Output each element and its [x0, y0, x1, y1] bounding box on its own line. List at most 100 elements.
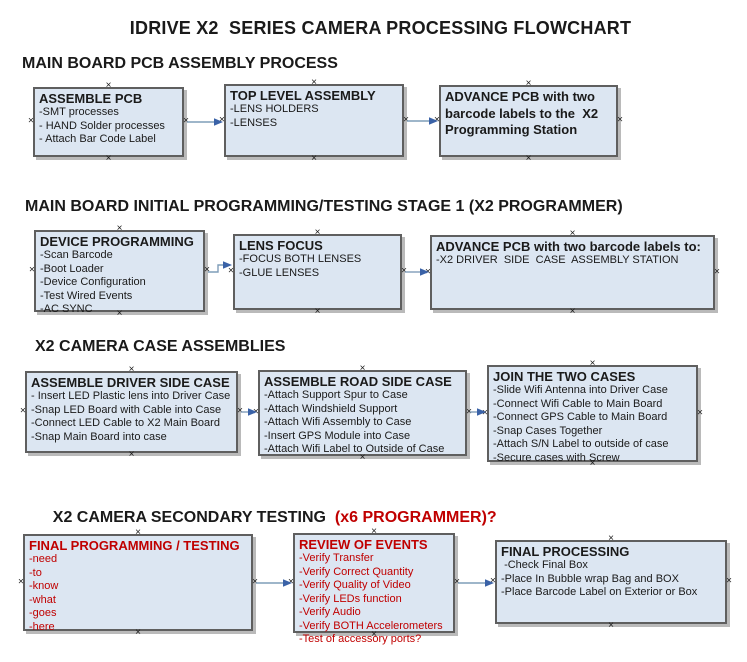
box-item: -LENS HOLDERS	[230, 103, 319, 115]
box-title: TOP LEVEL ASSEMBLY	[230, 88, 376, 103]
connection-point-icon: ×	[454, 576, 460, 588]
box-item: -Verify Transfer	[299, 552, 374, 564]
box-item: -Boot Loader	[40, 262, 104, 275]
connection-point-icon: ×	[314, 227, 321, 238]
box-title: ADVANCE PCB with two barcode labels to t…	[445, 89, 602, 137]
connection-point-icon: ×	[714, 266, 720, 278]
arrow-head	[283, 579, 292, 587]
box-advance-pcb-driver-side-station: ADVANCE PCB with two barcode labels to: …	[425, 229, 720, 317]
box-title: ADVANCE PCB with two barcode labels to:	[436, 239, 701, 254]
box-title: ASSEMBLE ROAD SIDE CASE	[264, 374, 452, 389]
connection-point-icon: ×	[128, 364, 135, 375]
box-title: ASSEMBLE PCB	[39, 91, 143, 106]
box-item: - Attach Bar Code Label	[39, 133, 156, 145]
connection-point-icon: ×	[359, 363, 366, 374]
connection-point-icon: ×	[608, 620, 614, 631]
box-title: FINAL PROGRAMMING / TESTING	[29, 538, 240, 553]
connection-point-icon: ×	[219, 114, 225, 126]
connection-point-icon: ×	[401, 265, 407, 277]
connection-point-icon: ×	[311, 77, 317, 88]
box-item: -Verify Audio	[299, 606, 361, 618]
section-heading-secondary-testing-black: X2 CAMERA SECONDARY TESTING	[52, 509, 331, 526]
connection-point-icon: ×	[311, 153, 317, 164]
connection-point-icon: ×	[466, 406, 472, 418]
box-items: -Check Final Box-Place In Bubble wrap Ba…	[501, 559, 722, 600]
box-title: REVIEW OF EVENTS	[299, 537, 428, 552]
box-title: DEVICE PROGRAMMING	[40, 234, 194, 249]
box-device-programming: DEVICE PROGRAMMING -Scan Barcode-Boot Lo…	[29, 224, 210, 319]
box-items: -X2 DRIVER SIDE CASE ASSEMBLY STATION	[436, 254, 710, 268]
connection-point-icon: ×	[20, 405, 26, 417]
box-items: -FOCUS BOTH LENSES-GLUE LENSES	[239, 253, 397, 280]
box-item: -Connect LED Cable to X2 Main Board	[31, 417, 220, 429]
box-item: -Attach Wifi Assembly to Case	[264, 416, 412, 428]
connection-point-icon: ×	[525, 78, 532, 89]
box-item: - HAND Solder processes	[39, 119, 165, 132]
connection-point-icon: ×	[105, 80, 112, 91]
connection-point-icon: ×	[608, 533, 614, 544]
box-lens-focus: LENS FOCUS -FOCUS BOTH LENSES-GLUE LENSE…	[228, 228, 407, 317]
box-item: -Test Wired Events	[40, 289, 133, 302]
box-item: -GLUE LENSES	[239, 266, 320, 279]
box-item: -Snap LED Board with Cable into Case	[31, 403, 222, 416]
arrow-head	[420, 268, 429, 276]
connection-point-icon: ×	[18, 576, 24, 588]
arrow-head	[477, 408, 486, 416]
connection-point-icon: ×	[697, 407, 703, 419]
box-assemble-road-side-case: ASSEMBLE ROAD SIDE CASE -Attach Support …	[253, 364, 472, 463]
section-heading-initial-programming: MAIN BOARD INITIAL PROGRAMMING/TESTING S…	[25, 198, 623, 215]
box-item: -X2 DRIVER SIDE CASE ASSEMBLY STATION	[436, 254, 679, 266]
connection-point-icon: ×	[253, 406, 259, 418]
connection-point-icon: ×	[237, 405, 243, 417]
box-item: -AC SYNC	[40, 303, 93, 315]
box-item: -need	[29, 553, 58, 565]
box-assemble-driver-side-case: ASSEMBLE DRIVER SIDE CASE - Insert LED P…	[20, 365, 243, 460]
connection-point-icon: ×	[617, 114, 623, 126]
box-title: ASSEMBLE DRIVER SIDE CASE	[31, 375, 230, 390]
connection-point-icon: ×	[204, 264, 210, 276]
connection-point-icon: ×	[569, 306, 576, 317]
box-items: -SMT processes- HAND Solder processes- A…	[39, 106, 179, 147]
box-item: -what	[29, 593, 56, 606]
connection-point-icon: ×	[314, 306, 321, 317]
box-item: -to	[29, 566, 42, 579]
arrow-head	[223, 261, 232, 269]
arrow-head	[214, 118, 223, 126]
connection-point-icon: ×	[252, 576, 258, 588]
box-items: -need-to-know-what-goes-here	[29, 553, 248, 634]
connection-point-icon: ×	[28, 115, 34, 127]
box-item: -Attach Support Spur to Case	[264, 389, 408, 401]
box-item: -Secure cases with Screw	[493, 451, 620, 464]
page-title: IDRIVE X2 SERIES CAMERA PROCESSING FLOWC…	[129, 18, 632, 38]
connection-point-icon: ×	[434, 114, 440, 126]
box-item: -Verify Correct Quantity	[299, 565, 414, 578]
connection-point-icon: ×	[569, 228, 576, 239]
box-item: -Slide Wifi Antenna into Driver Case	[493, 384, 668, 396]
box-items: -Slide Wifi Antenna into Driver Case -Con…	[493, 384, 693, 465]
box-item: -Snap Main Board into case	[31, 430, 167, 443]
connection-point-icon: ×	[482, 407, 488, 419]
connection-point-icon: ×	[425, 266, 431, 278]
box-item: -Device Configuration	[40, 276, 146, 288]
box-item: -Scan Barcode	[40, 249, 113, 261]
connection-point-icon: ×	[288, 576, 294, 588]
box-item: -Test of accessory ports?	[299, 633, 422, 645]
connection-point-icon: ×	[116, 223, 123, 234]
box-item: -Connect GPS Cable to Main Board	[493, 411, 668, 423]
connection-point-icon: ×	[726, 575, 732, 587]
box-title: JOIN THE TWO CASES	[493, 369, 636, 384]
connection-point-icon: ×	[228, 265, 234, 277]
connection-point-icon: ×	[29, 264, 35, 276]
section-heading-case-assemblies: X2 CAMERA CASE ASSEMBLIES	[35, 338, 286, 355]
arrow-line	[208, 264, 224, 273]
connection-point-icon: ×	[525, 153, 532, 164]
connection-point-icon: ×	[128, 449, 135, 460]
box-item: -Verify Quality of Video	[299, 579, 411, 591]
box-item: -Place In Bubble wrap Bag and BOX	[501, 572, 679, 585]
box-item: -Verify LEDs function	[299, 592, 402, 605]
box-advance-pcb-programming-station: ADVANCE PCB with two barcode labels to t…	[434, 79, 623, 164]
box-top-level-assembly: TOP LEVEL ASSEMBLY -LENS HOLDERS-LENSES …	[219, 78, 409, 164]
section-heading-secondary-testing-red: (x6 PROGRAMMER)?	[330, 509, 497, 526]
box-item: -goes	[29, 607, 57, 619]
